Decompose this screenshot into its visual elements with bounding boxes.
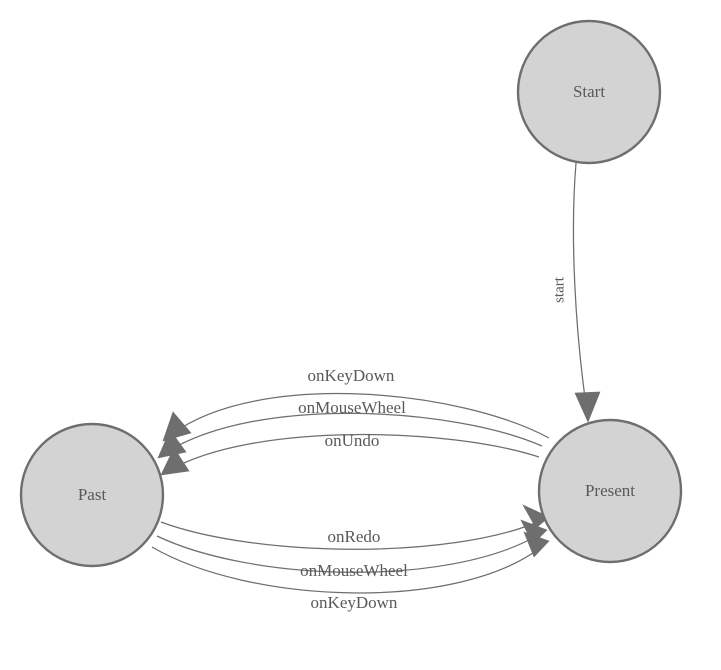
edge-past-to-present-onmousewheel[interactable]: onMouseWheel: [156, 519, 548, 580]
edge-label-up-onmousewheel: onMouseWheel: [298, 398, 406, 417]
node-present-circle: [537, 418, 683, 564]
edge-present-to-past-onkeydown[interactable]: onKeyDown: [162, 366, 550, 442]
edge-down2-path: [156, 534, 539, 573]
edge-start-to-present[interactable]: start: [551, 162, 601, 423]
node-present[interactable]: Present: [537, 418, 683, 564]
node-past[interactable]: Past: [19, 422, 165, 568]
node-present-label: Present: [585, 481, 635, 500]
edge-label-down-onmousewheel: onMouseWheel: [300, 561, 408, 580]
node-past-circle: [19, 422, 165, 568]
edge-down3-path: [151, 546, 541, 594]
edge-label-down-onredo: onRedo: [328, 527, 381, 546]
edge-label-down-onkeydown: onKeyDown: [311, 593, 398, 612]
edge-label-up-onkeydown: onKeyDown: [308, 366, 395, 385]
edge-past-to-present-onredo[interactable]: onRedo: [160, 504, 550, 550]
node-start-circle: [516, 19, 662, 165]
edge-label-up-onundo: onUndo: [325, 431, 380, 450]
arrowhead-into-present-1: [522, 504, 550, 529]
edge-down1-path: [160, 520, 541, 550]
node-start-label: Start: [573, 82, 605, 101]
node-past-label: Past: [78, 485, 107, 504]
arrowhead-into-past-3: [160, 447, 190, 476]
edge-up2-path: [166, 412, 543, 453]
edge-up3-path: [169, 434, 540, 471]
node-start[interactable]: Start: [516, 19, 662, 165]
edge-present-to-past-onundo[interactable]: onUndo: [160, 431, 540, 476]
edge-start-path: [572, 162, 588, 413]
edge-present-to-past-onmousewheel[interactable]: onMouseWheel: [157, 398, 543, 459]
edge-past-to-present-onkeydown[interactable]: onKeyDown: [151, 531, 550, 612]
arrowhead-into-present-2: [520, 519, 548, 545]
edge-up1-path: [171, 392, 550, 439]
arrowhead-into-present-3: [523, 531, 550, 558]
arrowhead-into-present-top: [574, 391, 601, 423]
edge-label-start: start: [551, 276, 567, 303]
